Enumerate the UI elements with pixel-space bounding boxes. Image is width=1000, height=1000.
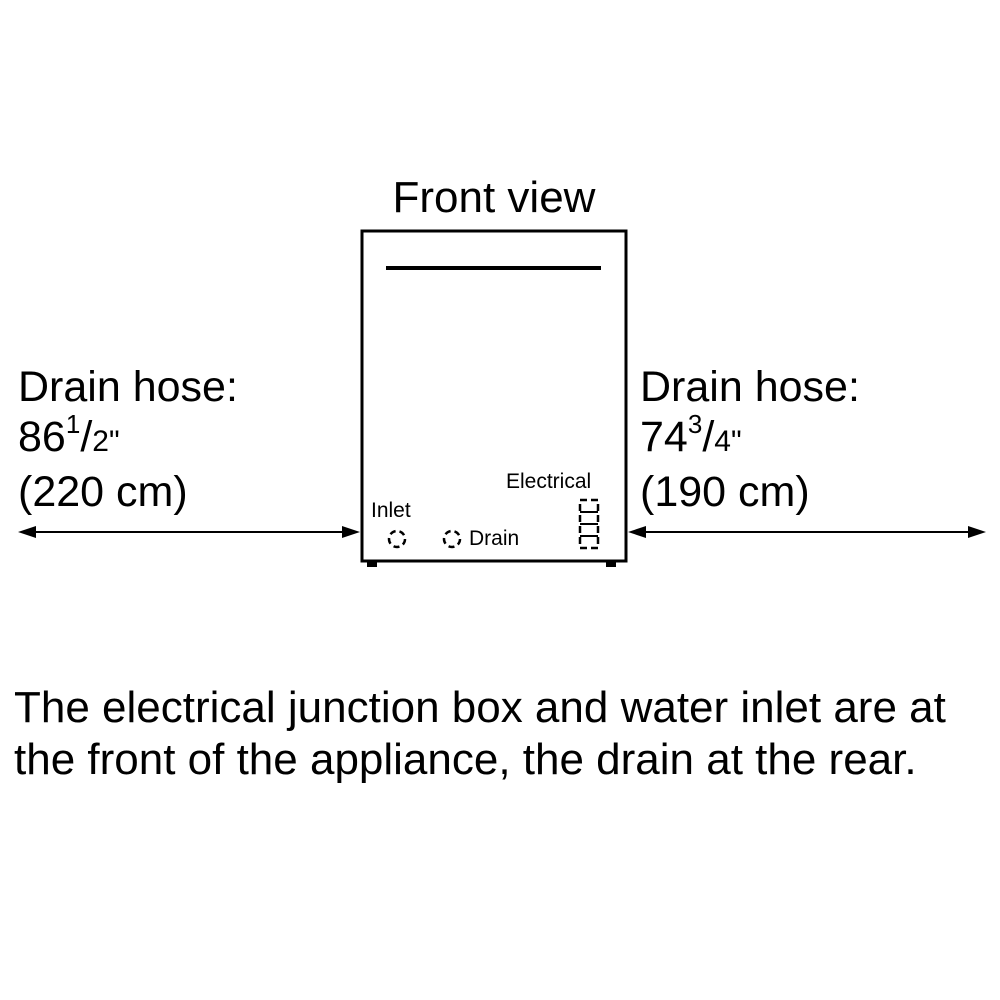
left-drain-hose-arrow	[18, 526, 360, 538]
electrical-label: Electrical	[506, 470, 592, 493]
drain-label: Drain	[469, 527, 520, 550]
right-drain-hose-arrow	[628, 526, 986, 538]
right-foot	[606, 561, 616, 567]
right-length-metric: (190 cm)	[640, 468, 810, 516]
left-length-metric: (220 cm)	[18, 468, 188, 516]
electrical-junction-box-icon	[578, 498, 600, 550]
right-length-imperial: 743/4"	[640, 409, 742, 461]
right-drain-hose-label: Drain hose: 743/4" (190 cm)	[640, 362, 860, 517]
left-length-imperial: 861/2"	[18, 409, 120, 461]
drain-icon	[442, 529, 462, 549]
left-heading: Drain hose:	[18, 363, 238, 411]
inlet-label: Inlet	[371, 499, 411, 522]
left-drain-hose-label: Drain hose: 861/2" (220 cm)	[18, 362, 238, 517]
inlet-icon	[387, 529, 407, 549]
appliance-outline	[360, 229, 628, 563]
left-foot	[367, 561, 377, 567]
right-heading: Drain hose:	[640, 363, 860, 411]
diagram-title: Front view	[392, 173, 596, 222]
caption-text: The electrical junction box and water in…	[14, 683, 946, 784]
